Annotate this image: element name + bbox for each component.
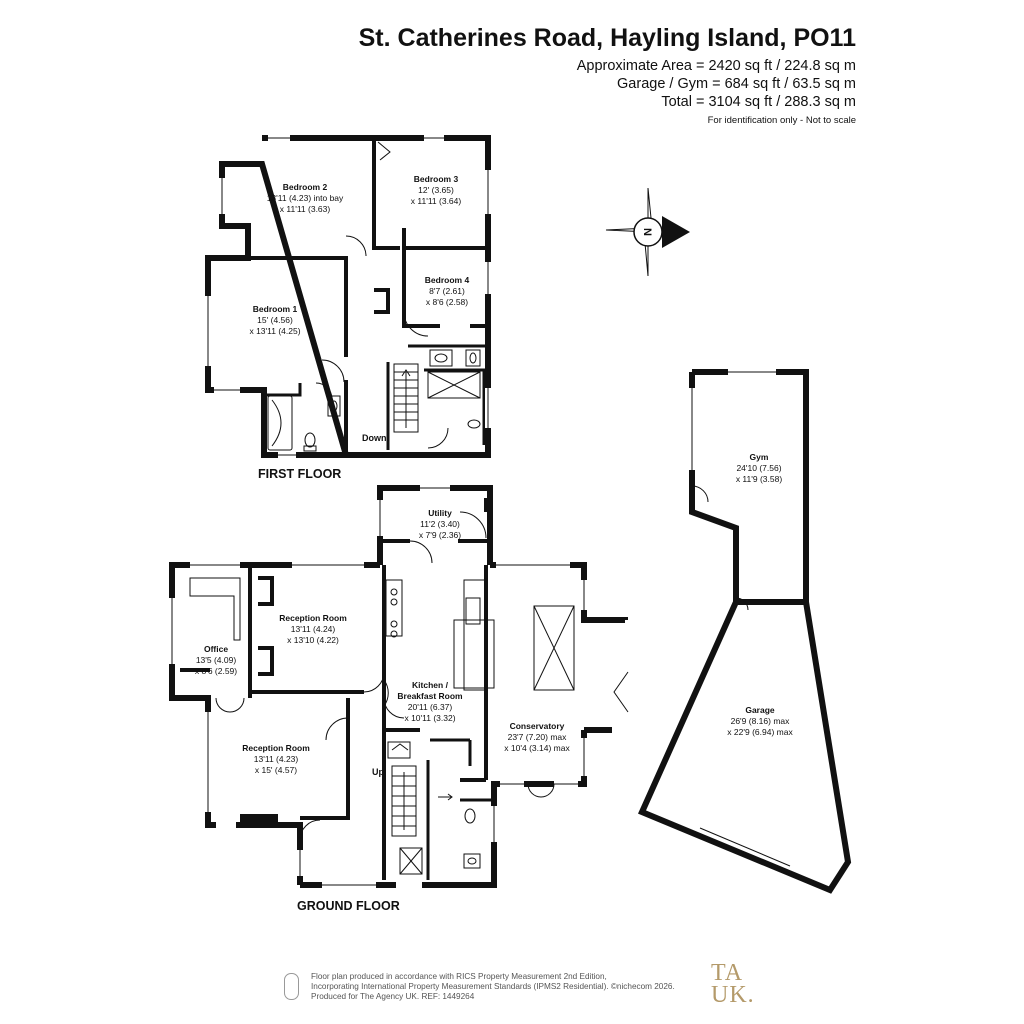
room-garage: Garage 26'9 (8.16) max x 22'9 (6.94) max xyxy=(727,705,793,737)
room-dimension: 20'11 (6.37) xyxy=(408,702,453,712)
room-name-line2: Breakfast Room xyxy=(397,691,463,701)
room-dimension: x 13'11 (4.25) xyxy=(249,326,300,336)
room-gym: Gym 24'10 (7.56) x 11'9 (3.58) xyxy=(736,452,783,484)
room-dimension: x 10'4 (3.14) max xyxy=(504,743,570,753)
footer-line: Produced for The Agency UK. REF: 1449264 xyxy=(311,992,475,1002)
room-name: Garage xyxy=(745,705,775,715)
room-name: Conservatory xyxy=(510,721,565,731)
scale-note: For identification only - Not to scale xyxy=(707,115,856,126)
approx-area: Approximate Area = 2420 sq ft / 224.8 sq… xyxy=(576,58,856,74)
room-dimension: x 11'9 (3.58) xyxy=(736,474,783,484)
room-utility: Utility 11'2 (3.40) x 7'9 (2.36) xyxy=(419,508,461,540)
compass-north-label: N xyxy=(641,228,653,236)
room-dimension: x 11'11 (3.64) xyxy=(411,196,462,206)
room-name: Reception Room xyxy=(279,613,347,623)
room-dimension: x 7'9 (2.36) xyxy=(419,530,461,540)
room-dimension: 12' (3.65) xyxy=(418,185,454,195)
ground-floor-label: GROUND FLOOR xyxy=(297,899,400,913)
room-dimension: x 22'9 (6.94) max xyxy=(727,727,793,737)
room-dimension: 8'7 (2.61) xyxy=(429,286,465,296)
room-name: Bedroom 1 xyxy=(253,304,298,314)
room-name: Gym xyxy=(750,452,769,462)
room-name: Bedroom 3 xyxy=(414,174,459,184)
room-dimension: 13'5 (4.09) xyxy=(196,655,237,665)
room-dimension: x 8'6 (2.58) xyxy=(426,297,468,307)
room-dimension: x 11'11 (3.63) xyxy=(280,204,331,214)
room-name: Reception Room xyxy=(242,743,310,753)
room-conservatory: Conservatory 23'7 (7.20) max x 10'4 (3.1… xyxy=(504,721,570,753)
garage-gym-plan xyxy=(638,369,852,894)
garage-gym-area: Garage / Gym = 684 sq ft / 63.5 sq m xyxy=(617,76,856,92)
room-dimension: 24'10 (7.56) xyxy=(736,463,781,473)
room-bedroom-4: Bedroom 4 8'7 (2.61) x 8'6 (2.58) xyxy=(425,275,470,307)
room-dimension: x 13'10 (4.22) xyxy=(287,635,339,645)
room-bedroom-2: Bedroom 2 13'11 (4.23) into bay x 11'11 … xyxy=(267,182,344,214)
total-area: Total = 3104 sq ft / 288.3 sq m xyxy=(661,94,856,110)
room-name: Bedroom 4 xyxy=(425,275,470,285)
ground-floor-plan xyxy=(169,485,628,888)
room-name: Office xyxy=(204,644,228,654)
footer-line: Incorporating International Property Mea… xyxy=(311,982,675,992)
page-title: St. Catherines Road, Hayling Island, PO1… xyxy=(358,24,856,52)
room-dimension: x 15' (4.57) xyxy=(255,765,297,775)
first-floor-label: FIRST FLOOR xyxy=(258,467,341,481)
agency-logo: TA UK. xyxy=(711,960,755,1008)
footer-line: Floor plan produced in accordance with R… xyxy=(311,972,607,981)
stairs-up-label: Up xyxy=(372,767,384,777)
room-dimension: 23'7 (7.20) max xyxy=(508,732,568,742)
room-dimension: 26'9 (8.16) max xyxy=(731,716,791,726)
first-floor-plan xyxy=(205,135,491,458)
room-office: Office 13'5 (4.09) x 8'6 (2.59) xyxy=(195,644,237,676)
room-dimension: 13'11 (4.23) xyxy=(254,754,299,764)
room-dimension: 11'2 (3.40) xyxy=(420,519,460,529)
rics-person-icon xyxy=(284,973,299,1000)
room-name: Utility xyxy=(428,508,452,518)
room-name: Kitchen / xyxy=(412,680,449,690)
room-name: Bedroom 2 xyxy=(283,182,328,192)
stairs-down-label: Down xyxy=(362,433,387,443)
room-dimension: 13'11 (4.23) into bay xyxy=(267,193,344,203)
room-reception-1: Reception Room 13'11 (4.24) x 13'10 (4.2… xyxy=(279,613,347,645)
room-dimension: x 10'11 (3.32) xyxy=(404,713,455,723)
room-dimension: x 8'6 (2.59) xyxy=(195,666,237,676)
compass-rose: N xyxy=(605,187,690,277)
room-kitchen: Kitchen / Breakfast Room 20'11 (6.37) x … xyxy=(397,680,463,723)
room-bedroom-3: Bedroom 3 12' (3.65) x 11'11 (3.64) xyxy=(411,174,462,206)
room-reception-2: Reception Room 13'11 (4.23) x 15' (4.57) xyxy=(242,743,310,775)
room-dimension: 13'11 (4.24) xyxy=(291,624,336,634)
room-bedroom-1: Bedroom 1 15' (4.56) x 13'11 (4.25) xyxy=(249,304,300,336)
footer-credits: Floor plan produced in accordance with R… xyxy=(311,972,675,1003)
room-dimension: 15' (4.56) xyxy=(257,315,293,325)
